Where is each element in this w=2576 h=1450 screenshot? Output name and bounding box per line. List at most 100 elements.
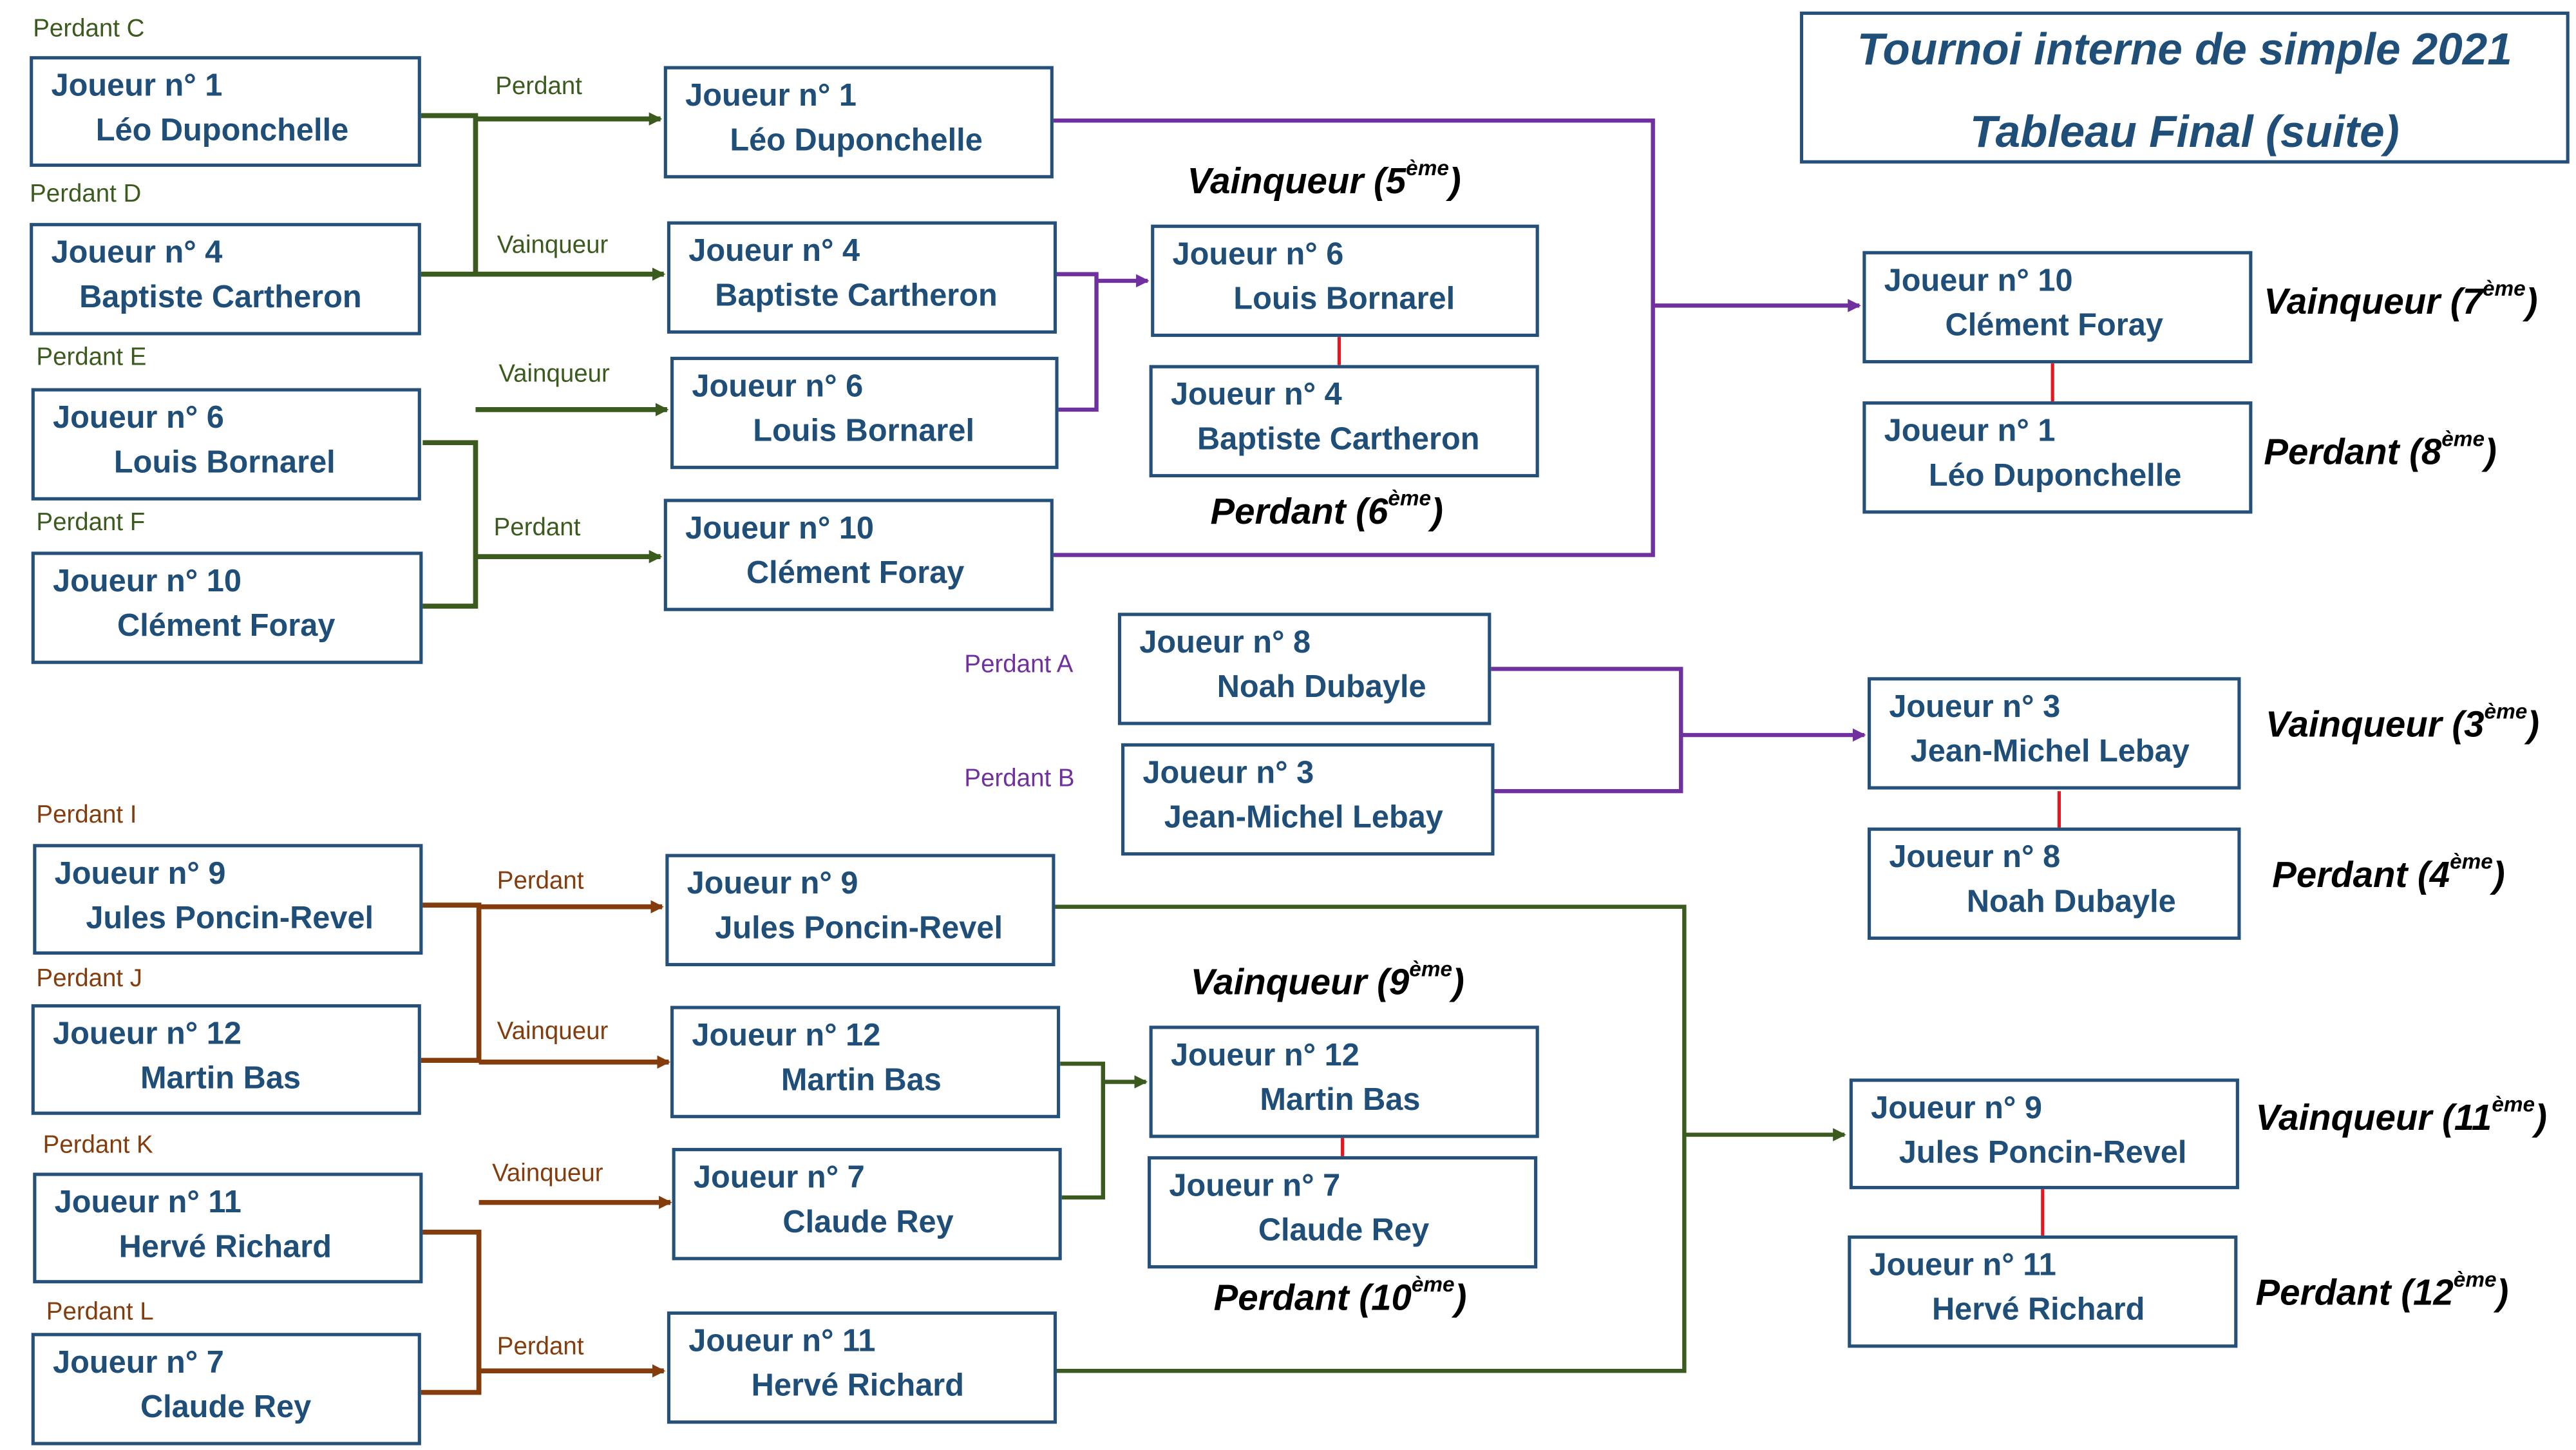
placing-label-5: Vainqueur (5ème) [1187,155,1461,202]
arrow-label: Perdant [495,72,582,101]
title-box: Tournoi interne de simple 2021 Tableau F… [1799,11,2570,164]
player-box[interactable]: Joueur n° 8 Noah Dubayle [1867,827,2241,940]
player-box[interactable]: Joueur n° 6 Louis Bornarel [31,388,421,501]
player-number: Joueur n° 7 [53,1346,224,1381]
player-number: Joueur n° 11 [54,1186,242,1221]
player-name: Hervé Richard [1931,1293,2145,1328]
entry-label: Perdant D [30,180,142,209]
entry-label: Perdant I [36,801,137,830]
player-name: Léo Duponchelle [95,113,349,149]
entry-label: Perdant K [43,1131,153,1159]
player-number: Joueur n° 9 [687,867,858,902]
player-box[interactable]: Joueur n° 1 Léo Duponchelle [30,56,421,167]
entry-label: Perdant L [46,1298,154,1326]
player-box[interactable]: Joueur n° 11 Hervé Richard [667,1311,1057,1424]
player-number: Joueur n° 9 [1871,1091,2042,1127]
player-name: Léo Duponchelle [730,124,983,159]
placing-label-4: Perdant (4ème) [2272,848,2505,895]
player-number: Joueur n° 4 [51,236,223,271]
player-box[interactable]: Joueur n° 1 Léo Duponchelle [663,66,1054,178]
player-name: Martin Bas [140,1062,301,1097]
arrow-label: Vainqueur [497,231,609,260]
player-number: Joueur n° 6 [692,370,864,405]
player-name: Claude Rey [1258,1214,1430,1249]
arrow-label: Perdant [497,867,584,895]
connector-kl [421,1229,482,1395]
player-box[interactable]: Joueur n° 7 Claude Rey [1148,1156,1538,1269]
player-name: Noah Dubayle [1966,885,2176,921]
player-box[interactable]: Joueur n° 4 Baptiste Cartheron [1149,365,1539,478]
player-name: Jules Poncin-Revel [86,901,374,937]
player-name: Clément Foray [1945,309,2163,344]
player-box[interactable]: Joueur n° 4 Baptiste Cartheron [30,223,421,336]
title-line-2: Tableau Final (suite) [1969,107,2400,157]
player-box[interactable]: Joueur n° 6 Louis Bornarel [670,356,1059,470]
player-box[interactable]: Joueur n° 10 Clément Foray [1862,251,2253,364]
connector-9-10 [1060,1062,1106,1200]
placing-label-8: Perdant (8ème) [2264,426,2497,473]
placing-label-11: Vainqueur (11ème) [2255,1091,2547,1138]
player-name: Baptiste Cartheron [1197,423,1480,458]
placing-label-12: Perdant (12ème) [2255,1266,2509,1313]
player-name: Louis Bornarel [1233,282,1455,318]
player-name: Martin Bas [781,1064,942,1099]
player-number: Joueur n° 1 [51,69,223,104]
player-box[interactable]: Joueur n° 4 Baptiste Cartheron [667,221,1057,334]
player-box[interactable]: Joueur n° 8 Noah Dubayle [1117,613,1492,725]
player-number: Joueur n° 7 [693,1161,865,1196]
player-box[interactable]: Joueur n° 1 Léo Duponchelle [1862,401,2253,514]
player-name: Claude Rey [782,1205,954,1241]
player-name: Clément Foray [117,609,336,644]
placing-label-6: Perdant (6ème) [1210,485,1443,532]
player-number: Joueur n° 10 [1884,264,2073,300]
player-name: Jules Poncin-Revel [1899,1136,2187,1171]
player-name: Claude Rey [140,1390,312,1426]
player-box[interactable]: Joueur n° 10 Clément Foray [31,551,423,664]
player-box[interactable]: Joueur n° 9 Jules Poncin-Revel [33,844,423,955]
player-number: Joueur n° 1 [685,79,857,114]
player-box[interactable]: Joueur n° 7 Claude Rey [672,1148,1062,1261]
entry-label: Perdant C [33,15,145,43]
player-name: Baptiste Cartheron [715,279,998,314]
player-box[interactable]: Joueur n° 12 Martin Bas [1149,1025,1539,1138]
player-box[interactable]: Joueur n° 9 Jules Poncin-Revel [1849,1078,2239,1190]
player-name: Hervé Richard [118,1230,332,1266]
player-number: Joueur n° 12 [53,1017,242,1053]
entry-label: Perdant F [36,508,146,537]
player-name: Jean-Michel Lebay [1910,735,2190,770]
player-box[interactable]: Joueur n° 9 Jules Poncin-Revel [665,854,1056,966]
arrow-label: Vainqueur [492,1159,603,1188]
player-name: Jules Poncin-Revel [715,911,1003,947]
player-box[interactable]: Joueur n° 11 Hervé Richard [1848,1235,2238,1348]
player-box[interactable]: Joueur n° 3 Jean-Michel Lebay [1121,743,1495,856]
connector-7-8 [1052,118,1655,557]
player-number: Joueur n° 11 [1869,1248,2056,1284]
player-box[interactable]: Joueur n° 3 Jean-Michel Lebay [1867,677,2241,790]
player-box[interactable]: Joueur n° 10 Clément Foray [663,499,1054,611]
player-number: Joueur n° 8 [1139,625,1311,661]
connector-ij [421,902,482,1063]
player-box[interactable]: Joueur n° 7 Claude Rey [31,1333,421,1445]
player-box[interactable]: Joueur n° 11 Hervé Richard [33,1172,423,1284]
player-number: Joueur n° 4 [688,234,860,269]
player-number: Joueur n° 12 [1170,1038,1359,1074]
connector-cd [419,113,478,277]
player-name: Baptiste Cartheron [79,280,362,316]
title-line-1: Tournoi interne de simple 2021 [1857,24,2512,75]
arrow-label: Perdant [497,1333,584,1361]
arrow-label: Perdant [493,513,581,542]
player-box[interactable]: Joueur n° 12 Martin Bas [31,1004,421,1115]
arrow-label: Vainqueur [497,1017,609,1046]
connector-5-6 [1053,272,1099,412]
player-number: Joueur n° 12 [692,1019,881,1054]
player-box[interactable]: Joueur n° 12 Martin Bas [670,1006,1061,1118]
player-name: Louis Bornarel [113,446,336,481]
entry-label: Perdant J [36,964,143,993]
player-number: Joueur n° 3 [1889,690,2061,725]
player-number: Joueur n° 6 [53,401,224,436]
player-number: Joueur n° 4 [1170,378,1342,414]
player-name: Clément Foray [746,557,965,591]
connector-ef [422,440,478,609]
player-box[interactable]: Joueur n° 6 Louis Bornarel [1151,224,1539,338]
